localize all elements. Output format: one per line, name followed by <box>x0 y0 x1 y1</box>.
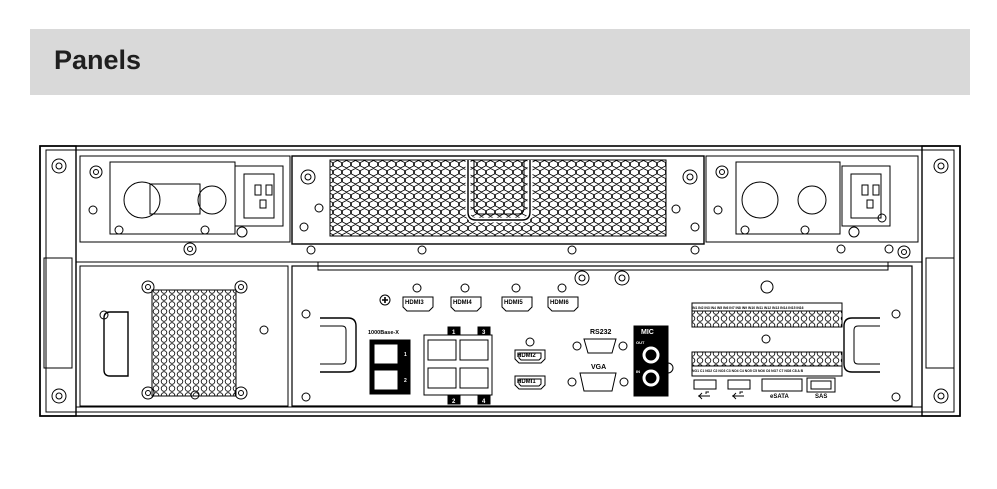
lan2-label: 2 <box>452 399 456 405</box>
hdmi3-label: HDMI3 <box>405 300 424 306</box>
chassis-frame <box>39 145 961 417</box>
fan-module-top <box>291 155 705 245</box>
alarm-in-label: IN1 IN2 IN3 IN4 IN5 IN6 IN7 IN8 IN9 IN10… <box>692 306 804 310</box>
lan-ports <box>423 326 493 405</box>
section-header-bar: Panels <box>30 29 970 95</box>
alarm-terminals <box>691 302 843 377</box>
mic-out-label: OUT <box>636 340 645 345</box>
power-supply-right <box>705 155 919 259</box>
lan4-label: 4 <box>482 399 486 405</box>
lan3-label: 3 <box>482 330 486 336</box>
hdmi1-label: HDMI1 <box>517 379 536 385</box>
esata-label: eSATA <box>770 394 789 400</box>
io-panel <box>291 265 913 407</box>
mic-label: MIC <box>641 329 654 336</box>
fiber-label: 1000Base-X <box>368 330 399 336</box>
usb-esata-sas <box>693 377 836 393</box>
fiber-port2-label: 2 <box>404 378 407 384</box>
mic-in-label: IN <box>636 369 640 374</box>
rs232-label: RS232 <box>590 329 612 336</box>
sfp-ports <box>369 339 411 395</box>
usb-icon <box>698 391 744 400</box>
mic-block <box>633 325 674 397</box>
hdmi6-label: HDMI6 <box>550 300 569 306</box>
lan1-label: 1 <box>452 330 456 336</box>
section-title: Panels <box>54 45 142 75</box>
alarm-out-label: NO1 C1 NO2 C2 NO3 C3 NO4 C4 NO5 C5 NO6 C… <box>692 369 804 373</box>
hdmi2-label: HDMI2 <box>517 353 536 359</box>
hdmi-top-row <box>402 283 579 312</box>
hdmi5-label: HDMI5 <box>504 300 523 306</box>
sas-label: SAS <box>815 394 827 400</box>
power-supply-left <box>79 155 291 256</box>
fan-module-bottom <box>79 265 289 407</box>
vga-label: VGA <box>591 364 606 371</box>
hdmi-lower <box>514 337 546 390</box>
fiber-port1-label: 1 <box>404 352 407 358</box>
rs232-vga <box>567 338 629 392</box>
hdmi4-label: HDMI4 <box>453 300 472 306</box>
